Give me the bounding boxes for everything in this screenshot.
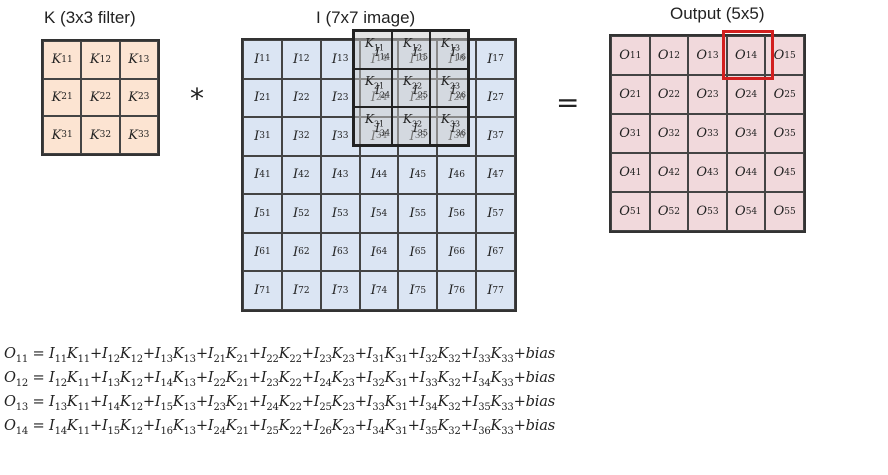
equation-line: O11 = I11K11+I12K12+I13K13+I21K21+I22K22…: [4, 345, 555, 365]
equation-line: O12 = I12K11+I13K12+I14K13+I22K21+I23K22…: [4, 369, 555, 389]
equation-line: O14 = I14K11+I15K12+I16K13+I24K21+I25K22…: [4, 417, 555, 437]
equals-operator: =: [556, 86, 580, 119]
convolution-operator: *: [190, 82, 204, 115]
kernel-title: K (3x3 filter): [44, 8, 136, 27]
equation-line: O13 = I13K11+I14K12+I15K13+I23K21+I24K22…: [4, 393, 555, 413]
image-title: I (7x7 image): [316, 8, 416, 27]
output-title: Output (5x5): [670, 4, 765, 23]
output-highlight-box: [722, 30, 774, 80]
